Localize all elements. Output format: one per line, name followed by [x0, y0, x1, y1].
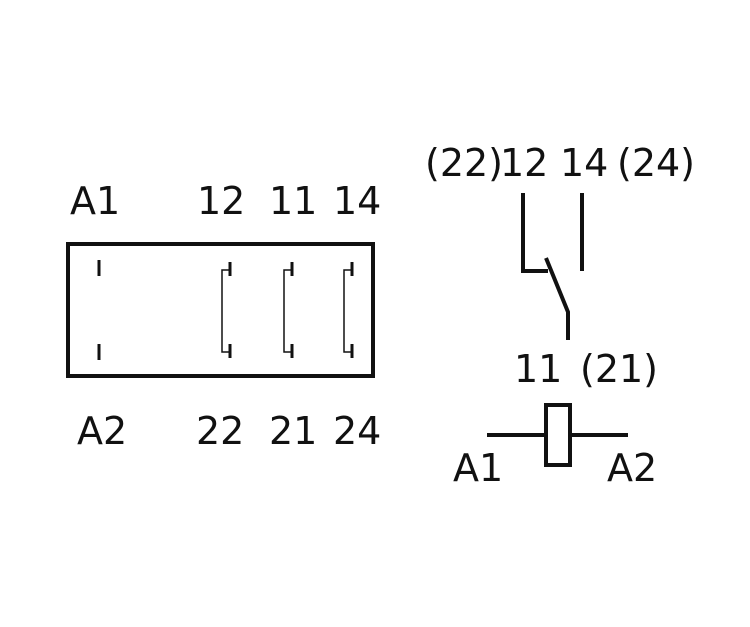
coil-schematic: A1 A2 [453, 403, 657, 490]
label-12-top: 12 [197, 179, 245, 223]
relay-body-outline [66, 242, 375, 378]
label-11-top: 11 [269, 179, 317, 223]
contact-schematic: (22) 12 14 (24) 11 (21) [425, 141, 695, 391]
label-24-paren: (24) [617, 141, 695, 185]
pin-group-12-22 [221, 262, 232, 358]
pin-group-11-21 [283, 262, 294, 358]
label-21-bottom: 21 [269, 409, 317, 453]
label-22-bottom: 22 [196, 409, 244, 453]
nc-contact-line [521, 193, 548, 273]
label-a1-coil: A1 [453, 446, 503, 490]
label-14-schematic: 14 [560, 141, 608, 185]
coil-symbol [544, 403, 572, 467]
pin-footprint: A1 12 11 14 A2 22 21 24 [66, 179, 381, 453]
label-14-top: 14 [333, 179, 381, 223]
switch-arm [544, 257, 570, 340]
pin-group-14-24 [343, 262, 354, 358]
label-22-paren: (22) [425, 141, 503, 185]
label-12-schematic: 12 [500, 141, 548, 185]
label-11-schematic: 11 [514, 347, 562, 391]
label-a1-top: A1 [70, 179, 120, 223]
label-a2-coil: A2 [607, 446, 657, 490]
label-21-paren: (21) [580, 347, 658, 391]
label-a2-bottom: A2 [77, 409, 127, 453]
label-24-bottom: 24 [333, 409, 381, 453]
